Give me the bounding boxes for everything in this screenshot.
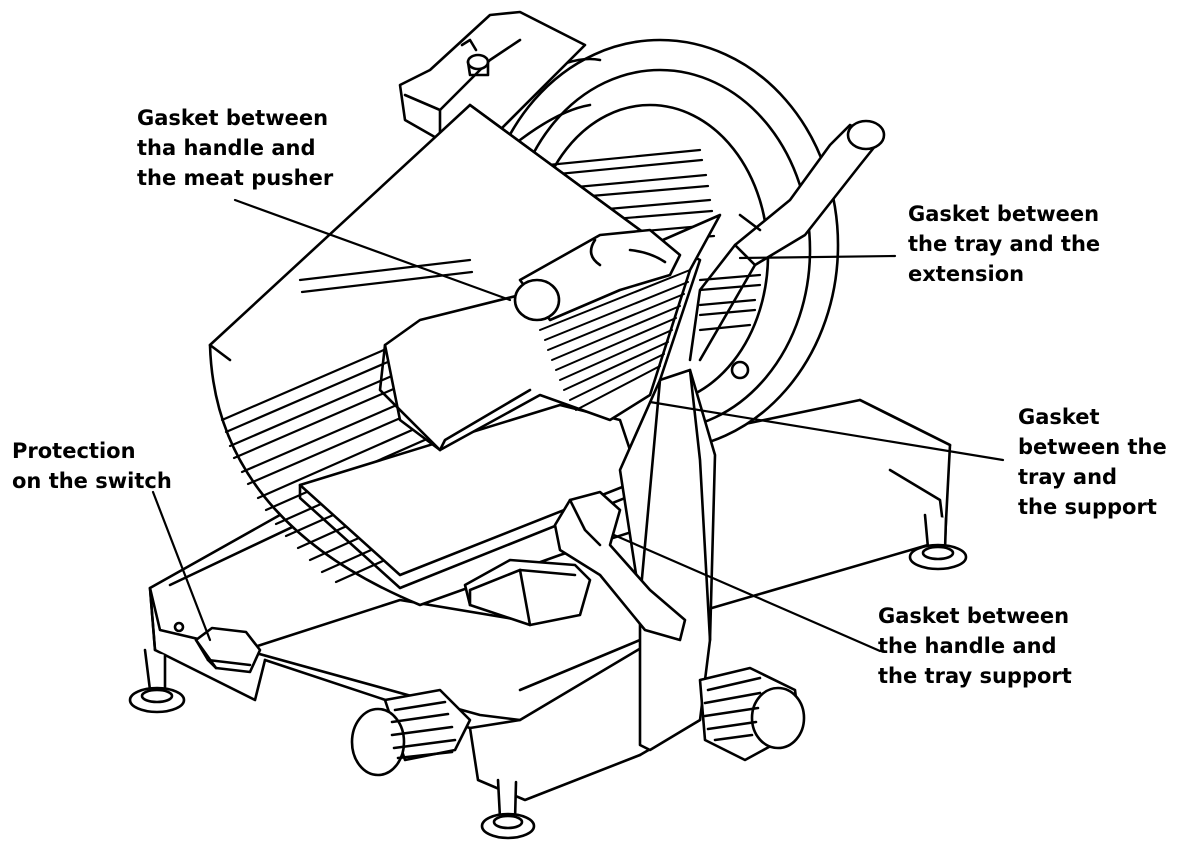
label-line: the meat pusher: [137, 166, 334, 190]
label-line: tha handle and: [137, 136, 316, 160]
base-feet: [128, 513, 968, 840]
sharpener: [398, 10, 587, 142]
label-gasket-handle-meat-pusher: Gasket between tha handle and the meat p…: [137, 103, 333, 193]
leader-handle: [612, 533, 882, 653]
label-protection-switch: Protection on the switch: [12, 436, 172, 496]
foot-right: [908, 513, 968, 571]
pusher-grip: [513, 228, 682, 322]
label-line: Gasket between: [908, 202, 1100, 226]
label-gasket-tray-extension: Gasket between the tray and the extensio…: [908, 199, 1100, 289]
label-line: Gasket between: [878, 604, 1070, 628]
pusher-ribs: [539, 269, 691, 411]
leader-extension: [738, 254, 897, 260]
tray-support-handle: [553, 490, 687, 642]
label-line: the support: [1018, 495, 1157, 519]
label-line: extension: [908, 262, 1025, 286]
leader-lines: [151, 198, 1005, 653]
knob-right: [698, 666, 806, 762]
label-line: the tray support: [878, 664, 1072, 688]
label-gasket-tray-support: Gasket between the tray and the support: [1018, 402, 1167, 522]
label-line: on the switch: [12, 469, 172, 493]
label-line: the handle and: [878, 634, 1057, 658]
knob-left: [350, 688, 472, 777]
tray-handle-arm: [688, 119, 886, 362]
label-line: the tray and the: [908, 232, 1101, 256]
power-switch: [173, 621, 262, 674]
label-gasket-handle-tray-support: Gasket between the handle and the tray s…: [878, 601, 1072, 691]
leader-switch: [151, 490, 212, 642]
carriage-slider: [463, 558, 592, 627]
foot-front: [480, 778, 536, 840]
leader-pusher: [233, 198, 512, 302]
label-line: Gasket: [1018, 405, 1100, 429]
foot-left: [128, 648, 186, 714]
label-line: Protection: [12, 439, 136, 463]
label-line: Gasket between: [137, 106, 329, 130]
tray-support-column: [618, 368, 717, 752]
label-line: tray and: [1018, 465, 1118, 489]
label-line: between the: [1018, 435, 1167, 459]
leader-support: [648, 400, 1005, 462]
